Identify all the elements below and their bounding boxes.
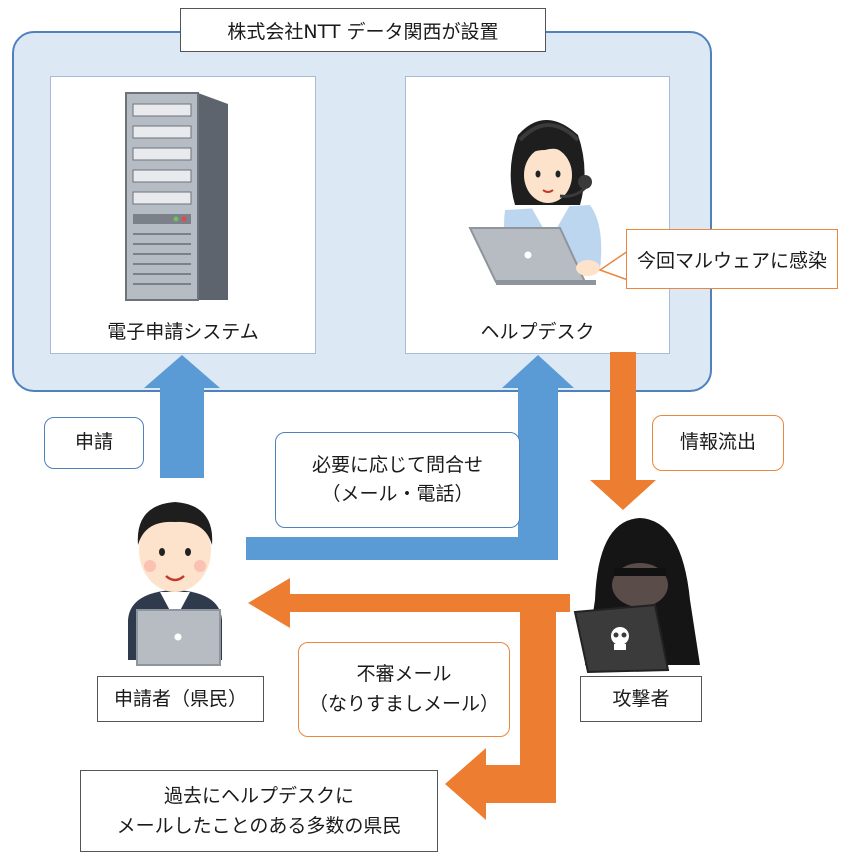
callout-pointer	[598, 249, 629, 282]
organization-title: 株式会社NTT データ関西が設置	[180, 8, 546, 52]
suspicious-mail-arrow	[248, 578, 570, 820]
attacker-icon	[573, 518, 700, 674]
leak-arrow	[590, 352, 656, 510]
server-icon	[125, 92, 228, 301]
operator-icon	[468, 120, 602, 285]
applicant-label: 申請者（県民）	[97, 676, 264, 722]
attacker-label: 攻撃者	[580, 676, 702, 722]
suspicious-mail-label: 不審メール （なりすましメール）	[298, 642, 510, 737]
inquiry-label-line1: 必要に応じて問合せ	[311, 453, 483, 476]
apply-label: 申請	[44, 417, 144, 469]
suspicious-mail-line2: （なりすましメール）	[308, 692, 499, 715]
infection-callout: 今回マルウェアに感染	[626, 229, 838, 289]
system-label: 電子申請システム	[107, 321, 259, 343]
apply-arrow	[144, 355, 220, 478]
infection-callout-text: 今回マルウェアに感染	[636, 249, 827, 272]
inquiry-arrow	[246, 355, 574, 560]
applicant-icon	[128, 502, 222, 666]
inquiry-label: 必要に応じて問合せ （メール・電話）	[275, 432, 520, 528]
inquiry-label-line2: （メール・電話）	[321, 483, 474, 505]
leak-label: 情報流出	[652, 415, 784, 471]
suspicious-mail-line1: 不審メール	[356, 663, 452, 686]
victims-line1: 過去にヘルプデスクに	[163, 784, 354, 807]
victims-box: 過去にヘルプデスクに メールしたことのある多数の県民	[80, 770, 438, 852]
helpdesk-label: ヘルプデスク	[480, 321, 595, 343]
victims-line2: メールしたことのある多数の県民	[116, 815, 402, 837]
